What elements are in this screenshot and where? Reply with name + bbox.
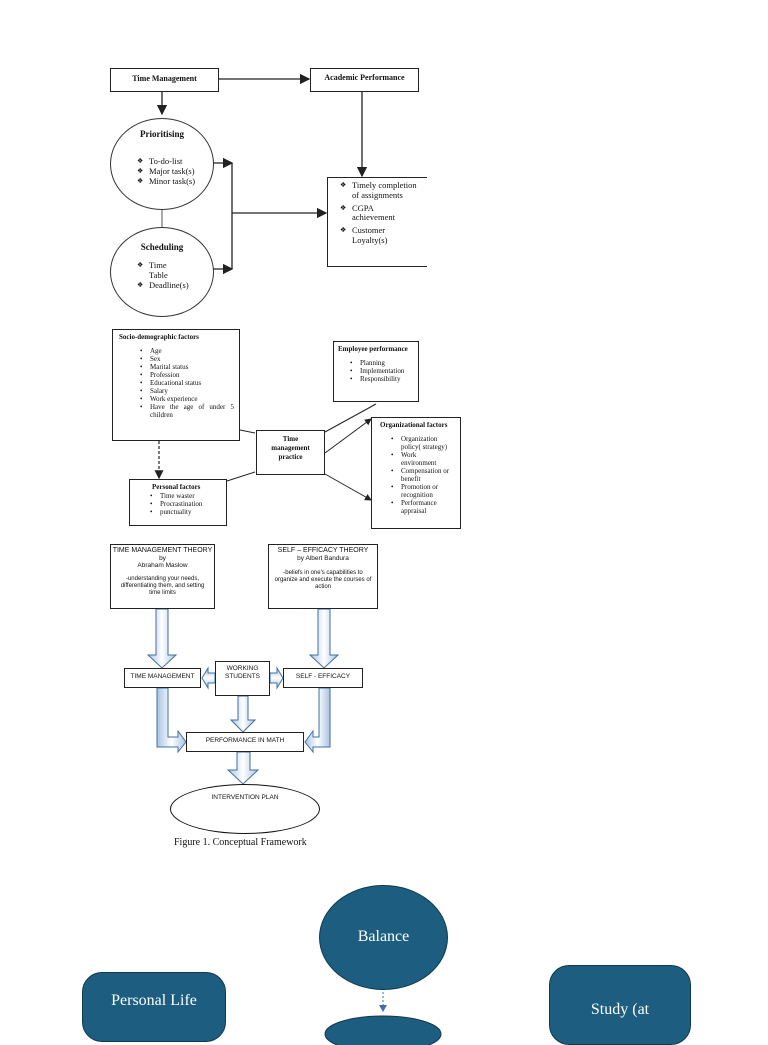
self-efficacy-node: SELF - EFFICACY (283, 668, 363, 688)
organizational-item: Performance appraisal (389, 499, 447, 515)
prioritising-item: Minor task(s) (137, 176, 195, 187)
diagram2-connectors (154, 403, 377, 501)
diagram1-connectors (156, 73, 368, 275)
tmt-author: Abraham Maslow (137, 562, 188, 569)
balance-label: Balance (357, 928, 410, 945)
socio-item: Sex (138, 355, 234, 363)
organizational-list: Organization policy( strategy) Work envi… (389, 435, 457, 515)
outcome-item: Customer Loyalty(s) (340, 225, 400, 246)
socio-item: Marital status (138, 363, 234, 371)
socio-item: Salary (138, 387, 234, 395)
time-management-label: Time Management (132, 74, 197, 83)
working-students-node: WORKING STUDENTS (215, 661, 270, 696)
personal-item: Procrastination (148, 500, 202, 508)
prioritising-item: To-do-list (137, 156, 195, 167)
academic-performance-label: Academic Performance (324, 73, 405, 82)
time-management-node: TIME MANAGEMENT (124, 668, 201, 688)
personal-factors-box: Personal factors Time waster Procrastina… (129, 479, 227, 526)
academic-performance-box: Academic Performance (310, 68, 419, 92)
intervention-label: INTERVENTION PLAN (211, 794, 279, 801)
organizational-title: Organizational factors (380, 421, 448, 429)
prioritising-circle: Prioritising To-do-list Major task(s) Mi… (110, 118, 214, 210)
organizational-item: Compensation or benefit (389, 467, 457, 483)
socio-item: Profession (138, 371, 234, 379)
socio-demographic-box: Socio-demographic factors Age Sex Marita… (112, 329, 240, 441)
employee-item: Planning (348, 359, 404, 367)
balance-node: Balance (319, 885, 448, 990)
tmt-desc: -understanding your needs, differentiati… (120, 576, 205, 597)
performance-node: PERFORMANCE IN MATH (186, 732, 304, 752)
working-students-label: WORKING STUDENTS (224, 665, 261, 681)
practice-box: Time management practice (256, 430, 325, 475)
set-desc: -beliefs in one's capabilities to organi… (274, 570, 372, 591)
employee-performance-box: Employee performance Planning Implementa… (333, 341, 419, 402)
practice-label: Time management practice (271, 435, 310, 461)
socio-item: Educational status (138, 379, 234, 387)
outcomes-box: Timely completion of assignments CGPA ac… (327, 177, 427, 267)
time-management-theory-box: TIME MANAGEMENT THEORY by Abraham Maslow… (110, 544, 215, 609)
outcomes-list: Timely completion of assignments CGPA ac… (340, 180, 420, 246)
diagram3-arrows (146, 608, 340, 785)
personal-life-node: Personal Life (82, 972, 226, 1042)
personal-list: Time waster Procrastination punctuality (148, 492, 202, 516)
personal-item: Time waster (148, 492, 202, 500)
organizational-item: Promotion or recognition (389, 483, 447, 499)
diagram4-connector (324, 992, 442, 1045)
self-efficacy-node-label: SELF - EFFICACY (295, 673, 351, 680)
figure-caption: Figure 1. Conceptual Framework (174, 837, 307, 848)
socio-title: Socio-demographic factors (119, 333, 199, 341)
prioritising-item: Major task(s) (137, 166, 195, 177)
prioritising-list: To-do-list Major task(s) Minor task(s) (137, 156, 195, 187)
tmt-by: by (159, 555, 166, 562)
personal-item: punctuality (148, 508, 202, 516)
personal-life-label: Personal Life (111, 992, 197, 1009)
organizational-item: Organization policy( strategy) (389, 435, 457, 451)
socio-item: Work experience (138, 395, 234, 403)
study-node: Study (at (549, 965, 691, 1045)
prioritising-title: Prioritising (140, 129, 184, 139)
socio-list: Age Sex Marital status Profession Educat… (138, 347, 234, 419)
organizational-factors-box: Organizational factors Organization poli… (371, 417, 461, 529)
self-efficacy-theory-box: SELF – EFFICACY THEORY by Albert Bandura… (268, 544, 378, 609)
scheduling-item: Deadline(s) (137, 280, 197, 291)
socio-item: Have the age of under 5 children (138, 403, 234, 419)
scheduling-circle: Scheduling Time Table Deadline(s) (110, 227, 214, 317)
scheduling-title: Scheduling (140, 242, 184, 252)
performance-label: PERFORMANCE IN MATH (205, 737, 285, 744)
set-title: SELF – EFFICACY THEORY (277, 547, 369, 554)
personal-title: Personal factors (152, 483, 201, 491)
socio-item: Age (138, 347, 234, 355)
scheduling-list: Time Table Deadline(s) (137, 260, 197, 291)
employee-item: Implementation (348, 367, 404, 375)
organizational-item: Work environment (389, 451, 439, 467)
employee-list: Planning Implementation Responsibility (348, 359, 404, 383)
study-label: Study (at (590, 1001, 650, 1018)
scheduling-item: Time Table (137, 260, 181, 281)
employee-item: Responsibility (348, 375, 404, 383)
set-author: by Albert Bandura (297, 555, 349, 562)
tmt-title: TIME MANAGEMENT THEORY (112, 547, 213, 554)
intervention-plan-ellipse: INTERVENTION PLAN (170, 784, 320, 834)
time-management-node-label: TIME MANAGEMENT (130, 673, 195, 680)
outcome-item: CGPA achievement (340, 203, 400, 224)
employee-title: Employee performance (338, 345, 408, 353)
outcome-item: Timely completion of assignments (340, 180, 420, 201)
time-management-box: Time Management (110, 68, 219, 92)
